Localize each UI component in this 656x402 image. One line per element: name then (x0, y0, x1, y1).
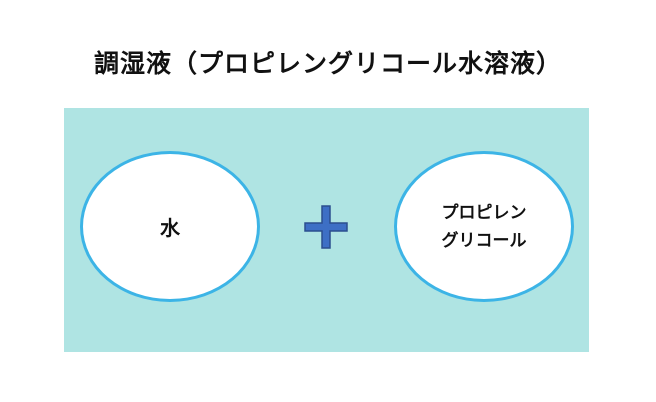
propylene-glycol-label: プロピレン グリコール (442, 199, 527, 255)
mixture-panel: 水 プロピレン グリコール (64, 108, 589, 352)
water-ellipse: 水 (80, 151, 260, 302)
water-label: 水 (160, 216, 180, 240)
diagram-title: 調湿液（プロピレングリコール水溶液） (93, 49, 562, 78)
propylene-glycol-label-line2: グリコール (441, 230, 527, 251)
propylene-glycol-ellipse: プロピレン グリコール (394, 151, 574, 302)
propylene-glycol-label-line1: プロピレン (441, 202, 527, 223)
plus-icon (304, 205, 348, 249)
